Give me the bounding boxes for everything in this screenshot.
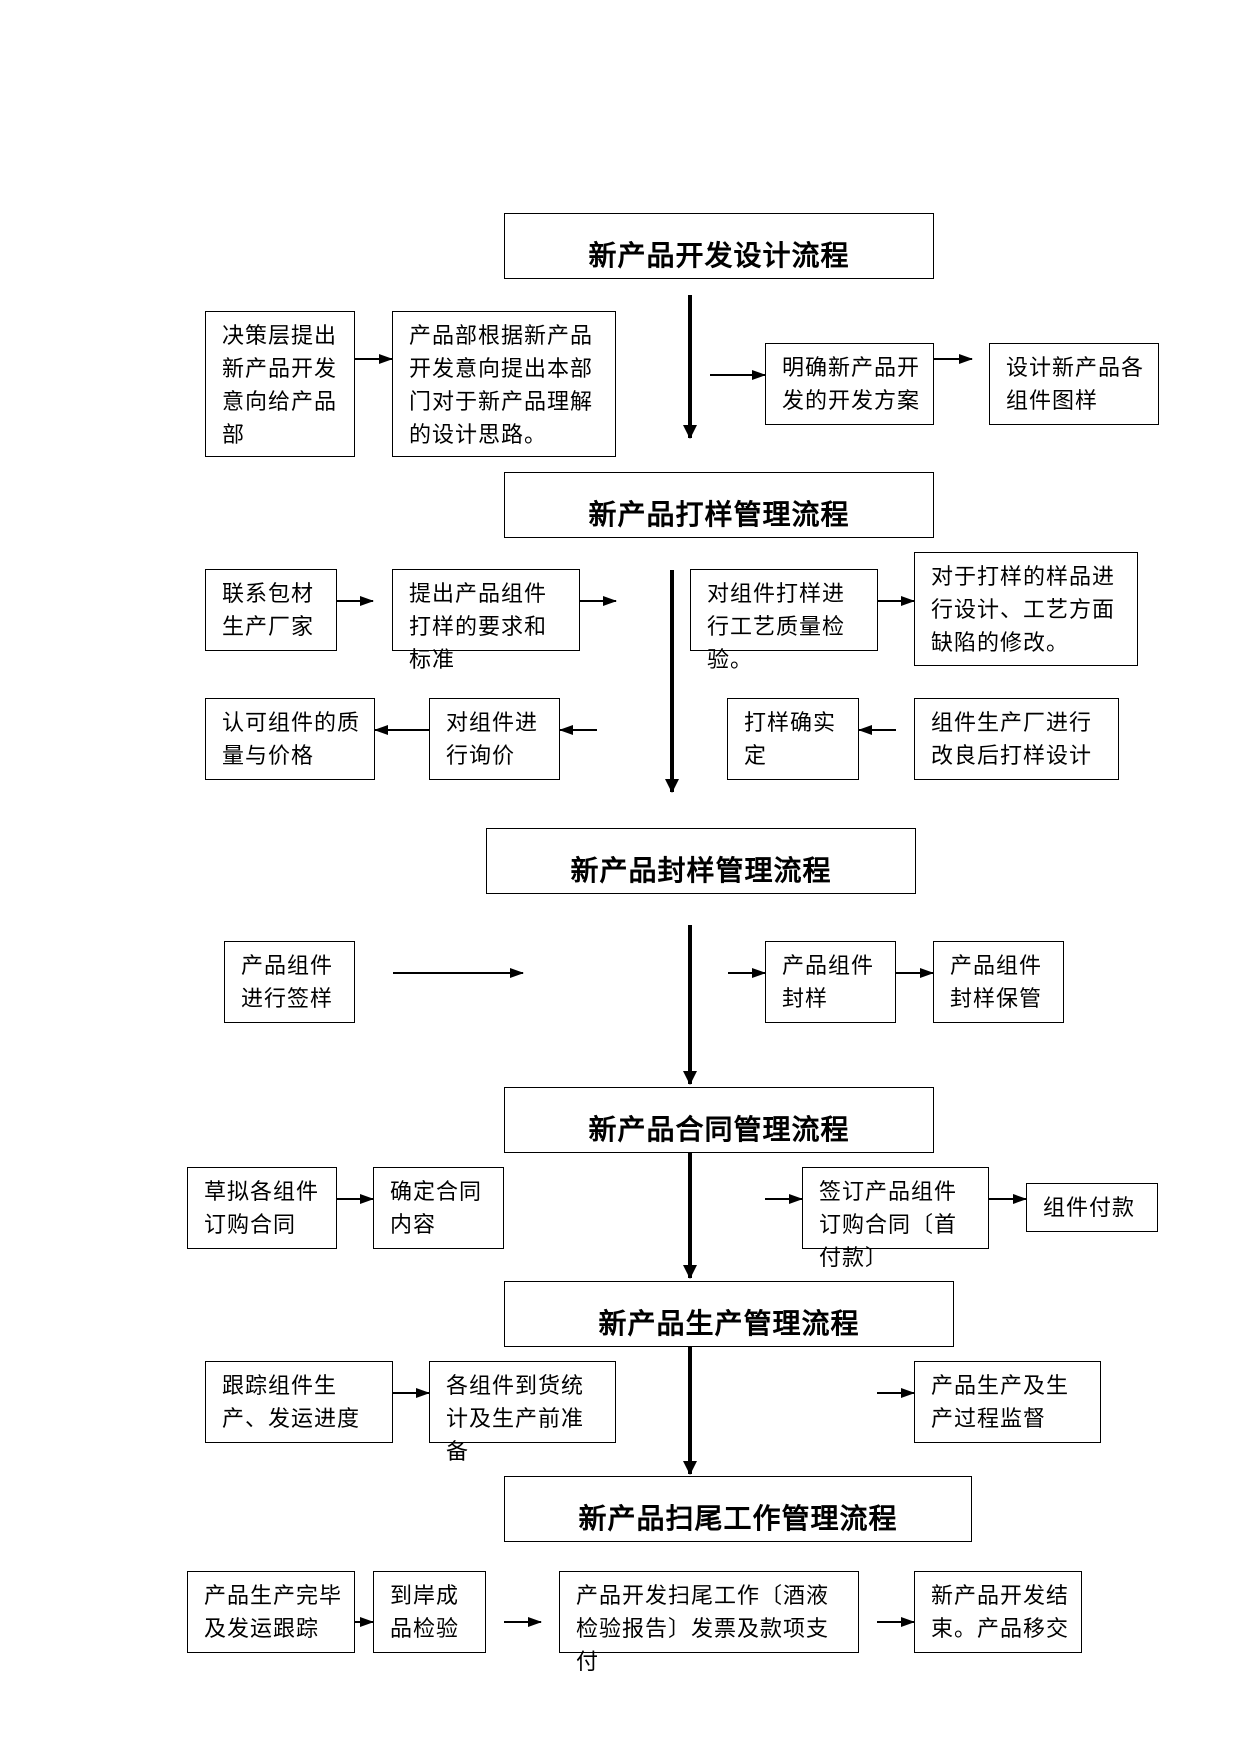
step-box-dev-plan: 明确新产品开发的开发方案	[765, 343, 934, 425]
step-box-approve-quality-price: 认可组件的质量与价格	[205, 698, 375, 780]
section-title-closing: 新产品扫尾工作管理流程	[504, 1476, 972, 1542]
section-title-contract: 新产品合同管理流程	[504, 1087, 934, 1153]
step-box-sign-contract: 签订产品组件订购合同〔首付款〕	[802, 1167, 989, 1271]
step-box-design-ideas: 产品部根据新产品开发意向提出本部门对于新产品理解的设计思路。	[392, 311, 616, 457]
step-box-production-supervision: 产品生产及生产过程监督	[914, 1361, 1101, 1443]
step-box-production-complete: 产品生产完毕及发运跟踪	[187, 1571, 355, 1653]
step-box-closing-work: 产品开发扫尾工作〔酒液检验报告〕发票及款项支付	[559, 1571, 859, 1675]
step-box-component-drawings: 设计新产品各组件图样	[989, 343, 1159, 425]
section-title-sampling: 新产品打样管理流程	[504, 472, 934, 538]
step-box-seal-sample: 产品组件封样	[765, 941, 896, 1023]
step-box-contact-manufacturer: 联系包材生产厂家	[205, 569, 337, 651]
step-box-sample-confirm: 打样确实定	[727, 698, 859, 780]
section-title-development: 新产品开发设计流程	[504, 213, 934, 279]
step-box-inquiry: 对组件进行询价	[429, 698, 560, 780]
step-box-component-payment: 组件付款	[1026, 1183, 1158, 1232]
step-box-seal-storage: 产品组件封样保管	[933, 941, 1064, 1023]
step-box-confirm-contract: 确定合同内容	[373, 1167, 504, 1249]
section-title-production: 新产品生产管理流程	[504, 1281, 954, 1347]
section-title-seal-sample: 新产品封样管理流程	[486, 828, 916, 894]
step-box-improved-sample: 组件生产厂进行改良后打样设计	[914, 698, 1119, 780]
step-box-project-end: 新产品开发结束。产品移交	[914, 1571, 1082, 1653]
step-box-decision: 决策层提出新产品开发意向给产品部	[205, 311, 355, 457]
step-box-sign-sample: 产品组件进行签样	[224, 941, 355, 1023]
step-box-arrival-inspection: 到岸成品检验	[373, 1571, 486, 1653]
step-box-quality-inspection: 对组件打样进行工艺质量检验。	[690, 569, 878, 673]
step-box-defect-revision: 对于打样的样品进行设计、工艺方面缺陷的修改。	[914, 552, 1138, 666]
step-box-arrival-prep: 各组件到货统计及生产前准备	[429, 1361, 616, 1465]
step-box-draft-contract: 草拟各组件订购合同	[187, 1167, 337, 1249]
step-box-track-production: 跟踪组件生产、发运进度	[205, 1361, 393, 1443]
step-box-sampling-requirements: 提出产品组件打样的要求和标准	[392, 569, 580, 673]
